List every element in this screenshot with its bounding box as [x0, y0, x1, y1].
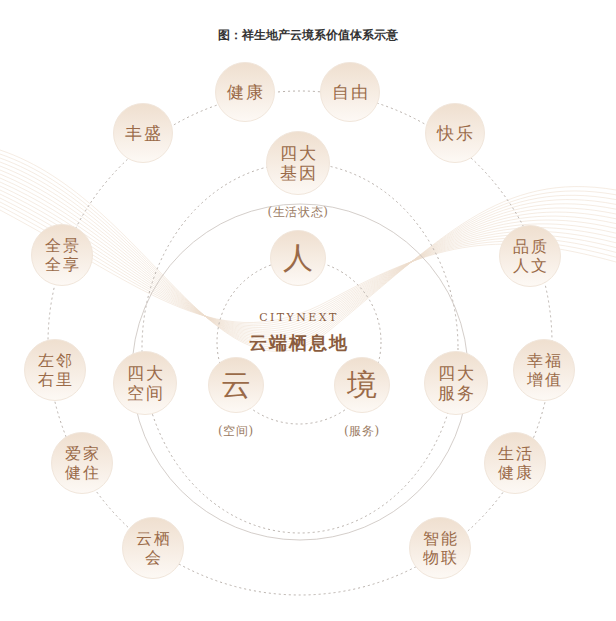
node-label: 境 — [347, 370, 377, 400]
circle-content: 四大基因 — [266, 131, 330, 195]
node-label: 快乐 — [434, 123, 475, 143]
circle-outline — [209, 358, 264, 413]
circle-outline — [425, 352, 488, 415]
wave-line — [0, 190, 616, 331]
node-label: 四大基因 — [277, 143, 318, 184]
node-label: 全景全享 — [43, 236, 82, 274]
circle-outline — [52, 433, 113, 494]
wave-line — [0, 206, 616, 324]
node-label: 品质人文 — [511, 237, 550, 275]
wave-line — [0, 194, 616, 329]
center-title: 云端栖息地 — [249, 331, 350, 355]
node-label: 自由 — [329, 82, 370, 102]
value-circle: 丰盛 — [113, 103, 173, 163]
circle-outline — [485, 433, 546, 494]
circle-content: 丰盛 — [113, 103, 173, 163]
core-circle: 云(空间) — [208, 357, 264, 413]
circle-outline — [216, 63, 275, 122]
node-caption: (服务) — [344, 423, 380, 440]
circle-outline — [114, 104, 173, 163]
circle-content: 全景全享 — [31, 224, 93, 286]
circle-content: 云栖会 — [122, 517, 184, 579]
node-label: 幸福增值 — [525, 351, 564, 389]
circle-outline — [500, 226, 561, 287]
circle-content: 幸福增值 — [513, 339, 575, 401]
wave-line — [0, 170, 616, 341]
circle-content: 四大服务 — [424, 351, 488, 415]
value-circle: 快乐 — [425, 103, 485, 163]
wave-line — [0, 202, 616, 326]
circle-content: 云(空间) — [208, 357, 264, 413]
node-caption: (空间) — [218, 423, 254, 440]
circle-content: 品质人文 — [499, 225, 561, 287]
value-circle: 品质人文 — [499, 225, 561, 287]
wave-line — [0, 174, 616, 339]
node-caption: (生活状态) — [268, 204, 329, 221]
value-circle: 幸福增值 — [513, 339, 575, 401]
circle-outline — [321, 63, 380, 122]
value-circle: 智能物联 — [409, 517, 471, 579]
solid-ring — [132, 204, 468, 540]
circle-content: 四大空间 — [113, 351, 177, 415]
circle-outline — [267, 132, 330, 195]
wave-line — [0, 186, 616, 333]
circle-content: 智能物联 — [409, 517, 471, 579]
node-label: 云栖会 — [134, 529, 173, 567]
value-circle: 爱家健住 — [51, 432, 113, 494]
core-circle: 人(生活状态) — [270, 230, 326, 286]
brand-name: CITYNEXT — [259, 311, 339, 324]
middle-ring — [142, 163, 458, 533]
circle-outline — [410, 518, 471, 579]
category-circle: 四大基因 — [266, 131, 330, 195]
circle-content: 爱家健住 — [51, 432, 113, 494]
node-label: 爱家健住 — [63, 444, 102, 482]
wave-line — [0, 210, 616, 323]
value-circle: 生活健康 — [484, 432, 546, 494]
node-label: 左邻右里 — [36, 351, 75, 389]
value-circle: 全景全享 — [31, 224, 93, 286]
node-label: 云 — [221, 370, 251, 400]
node-label: 四大空间 — [124, 363, 165, 404]
category-circle: 四大服务 — [424, 351, 488, 415]
figure-title: 图：祥生地产云境系价值体系示意 — [218, 27, 398, 44]
circle-content: 左邻右里 — [24, 339, 86, 401]
value-circle: 健康 — [215, 62, 275, 122]
node-label: 丰盛 — [122, 123, 163, 143]
circle-content: 境(服务) — [334, 357, 390, 413]
circle-outline — [514, 340, 575, 401]
core-circle: 境(服务) — [334, 357, 390, 413]
node-label: 生活健康 — [496, 444, 535, 482]
node-label: 健康 — [224, 82, 265, 102]
wave-line — [0, 198, 616, 328]
circle-outline — [114, 352, 177, 415]
circle-content: 健康 — [215, 62, 275, 122]
wave-line — [0, 182, 616, 335]
value-circle: 左邻右里 — [24, 339, 86, 401]
circle-content: 生活健康 — [484, 432, 546, 494]
node-label: 四大服务 — [435, 363, 476, 404]
circle-outline — [123, 518, 184, 579]
value-circle: 自由 — [320, 62, 380, 122]
outer-ring — [48, 91, 552, 595]
node-label: 人 — [283, 243, 313, 273]
circle-outline — [426, 104, 485, 163]
circle-content: 快乐 — [425, 103, 485, 163]
circle-content: 自由 — [320, 62, 380, 122]
circle-outline — [32, 225, 93, 286]
circle-content: 人(生活状态) — [270, 230, 326, 286]
value-circle: 云栖会 — [122, 517, 184, 579]
circle-outline — [335, 358, 390, 413]
node-label: 智能物联 — [421, 529, 460, 567]
circle-outline — [271, 231, 326, 286]
wave-line — [0, 178, 616, 337]
category-circle: 四大空间 — [113, 351, 177, 415]
circle-outline — [25, 340, 86, 401]
